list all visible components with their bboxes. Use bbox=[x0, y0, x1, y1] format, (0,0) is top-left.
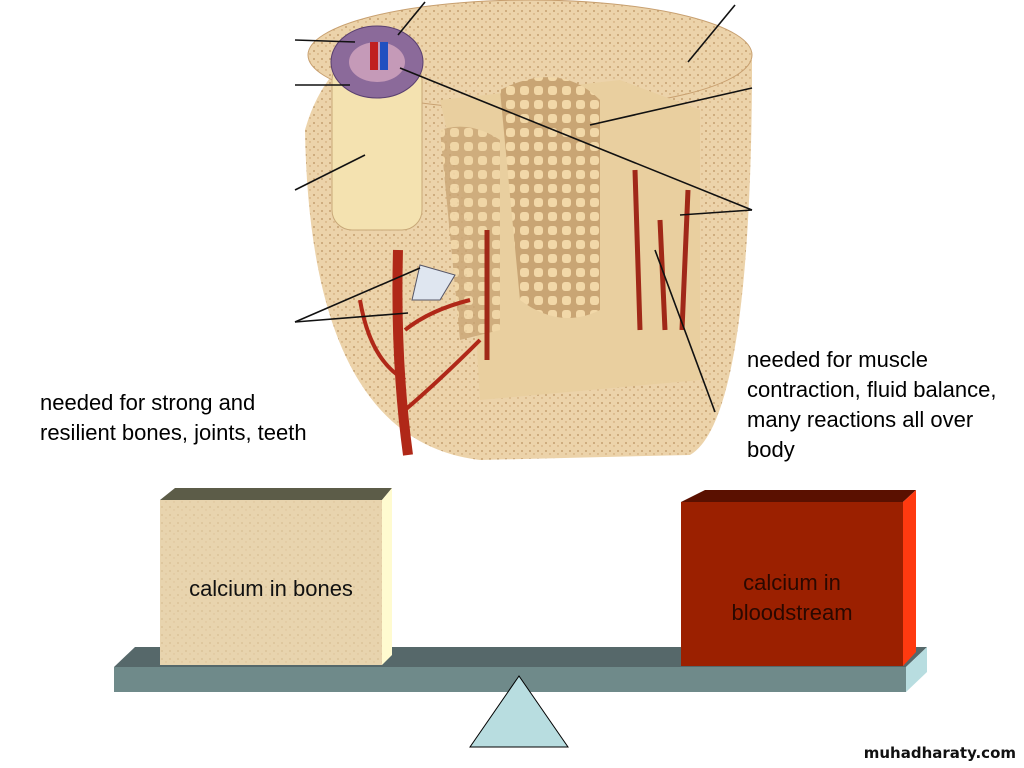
bone-calcium-note: needed for strong and resilient bones, j… bbox=[40, 390, 307, 445]
calcium-blood-box bbox=[681, 490, 916, 666]
bone-cross-section-image bbox=[294, 0, 753, 461]
watermark: muhadharaty.com bbox=[863, 744, 1016, 762]
calcium-blood-label: calcium in bloodstream bbox=[731, 570, 853, 625]
fulcrum-triangle bbox=[469, 675, 569, 748]
calcium-bones-box bbox=[160, 488, 392, 665]
calcium-bones-label: calcium in bones bbox=[189, 576, 353, 601]
blood-calcium-note: needed for muscle contraction, fluid bal… bbox=[747, 347, 997, 462]
